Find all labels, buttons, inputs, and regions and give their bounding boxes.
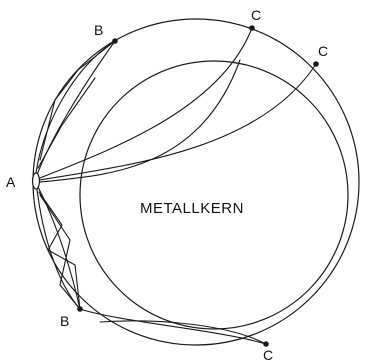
station-dot-lower-b — [77, 306, 83, 312]
ray-lower-b-to-lower-c-2 — [100, 321, 266, 344]
label-lower-c: C — [263, 347, 273, 361]
label-lower-b: B — [60, 313, 69, 329]
station-dot-lower-c — [263, 341, 269, 347]
ray-reflected-lower-1 — [39, 192, 80, 309]
ray-a-to-upper-b-outer — [36, 41, 115, 173]
ray-a-to-upper-b-inner — [37, 41, 115, 175]
ray-a-to-lower-b-outer — [37, 189, 80, 309]
ray-reflected-lower-2 — [40, 195, 80, 309]
station-dot-upper-b — [112, 38, 118, 44]
station-dot-upper-c2 — [313, 61, 319, 67]
earth-surface-circle — [33, 19, 359, 345]
label-a: A — [6, 174, 16, 190]
label-upper-c1: C — [251, 7, 261, 23]
ray-a-to-lower-b-inner — [38, 187, 80, 309]
ray-a-to-upper-c1 — [40, 28, 252, 178]
ray-a-to-upper-c2 — [40, 64, 316, 180]
metal-core-circle — [80, 61, 348, 329]
label-upper-b: B — [94, 22, 103, 38]
label-upper-c2: C — [318, 43, 328, 59]
station-dot-upper-c1 — [249, 25, 255, 31]
core-label: METALLKERN — [140, 200, 244, 217]
source-a-marker — [33, 173, 40, 189]
